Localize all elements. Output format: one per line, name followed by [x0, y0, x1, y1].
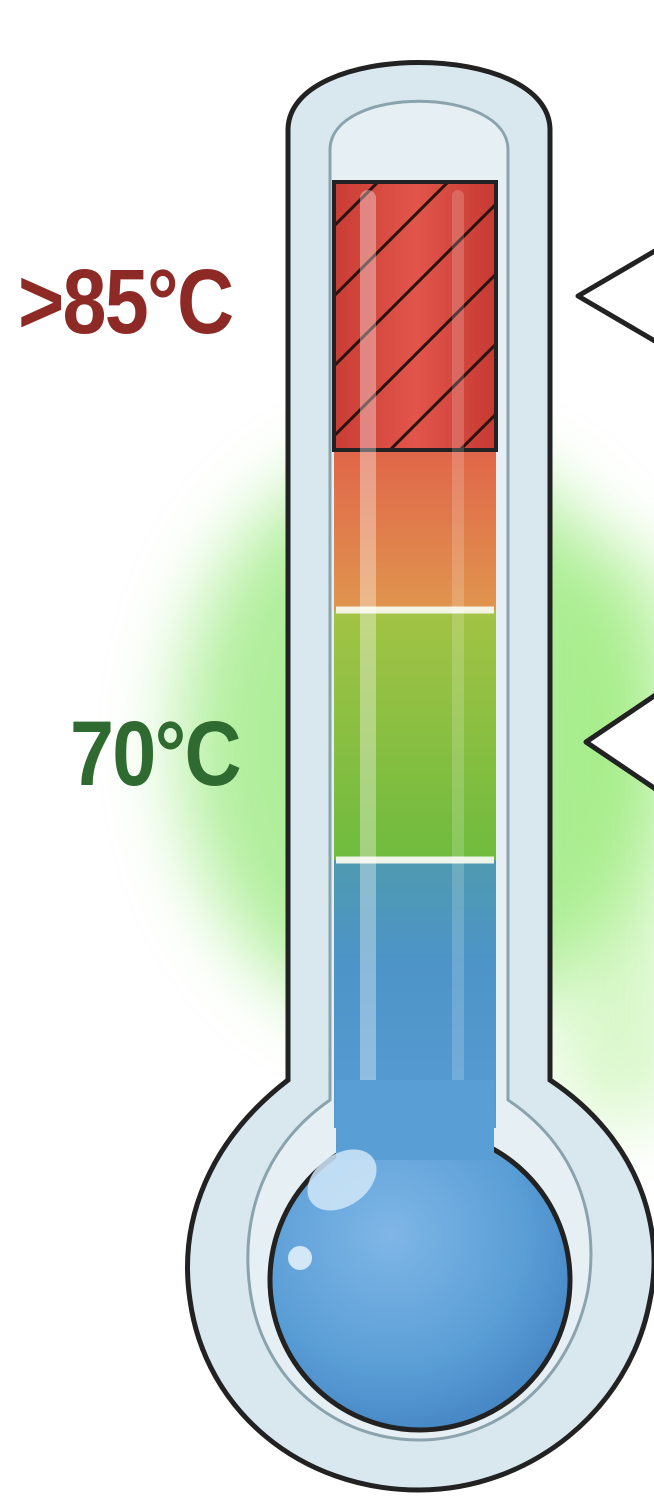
tube-highlight-left	[360, 190, 376, 1110]
hot-pointer-arrow	[575, 248, 654, 344]
hot-threshold-label: >85°C	[18, 251, 234, 353]
ok-threshold-label: 70°C	[70, 703, 242, 805]
zone-warm	[334, 450, 496, 610]
tube-fill	[334, 182, 496, 1128]
zone-overheat	[334, 182, 496, 450]
bulb-neck	[336, 1080, 494, 1160]
bulb-highlight-small	[288, 1246, 312, 1270]
tube-highlight-right	[452, 190, 464, 1090]
bulb-highlight-large	[307, 1149, 377, 1211]
zone-optimal	[334, 610, 496, 860]
overheat-hatching	[334, 182, 496, 450]
overheat-frame	[332, 180, 498, 452]
ok-pointer-arrow	[583, 693, 654, 791]
